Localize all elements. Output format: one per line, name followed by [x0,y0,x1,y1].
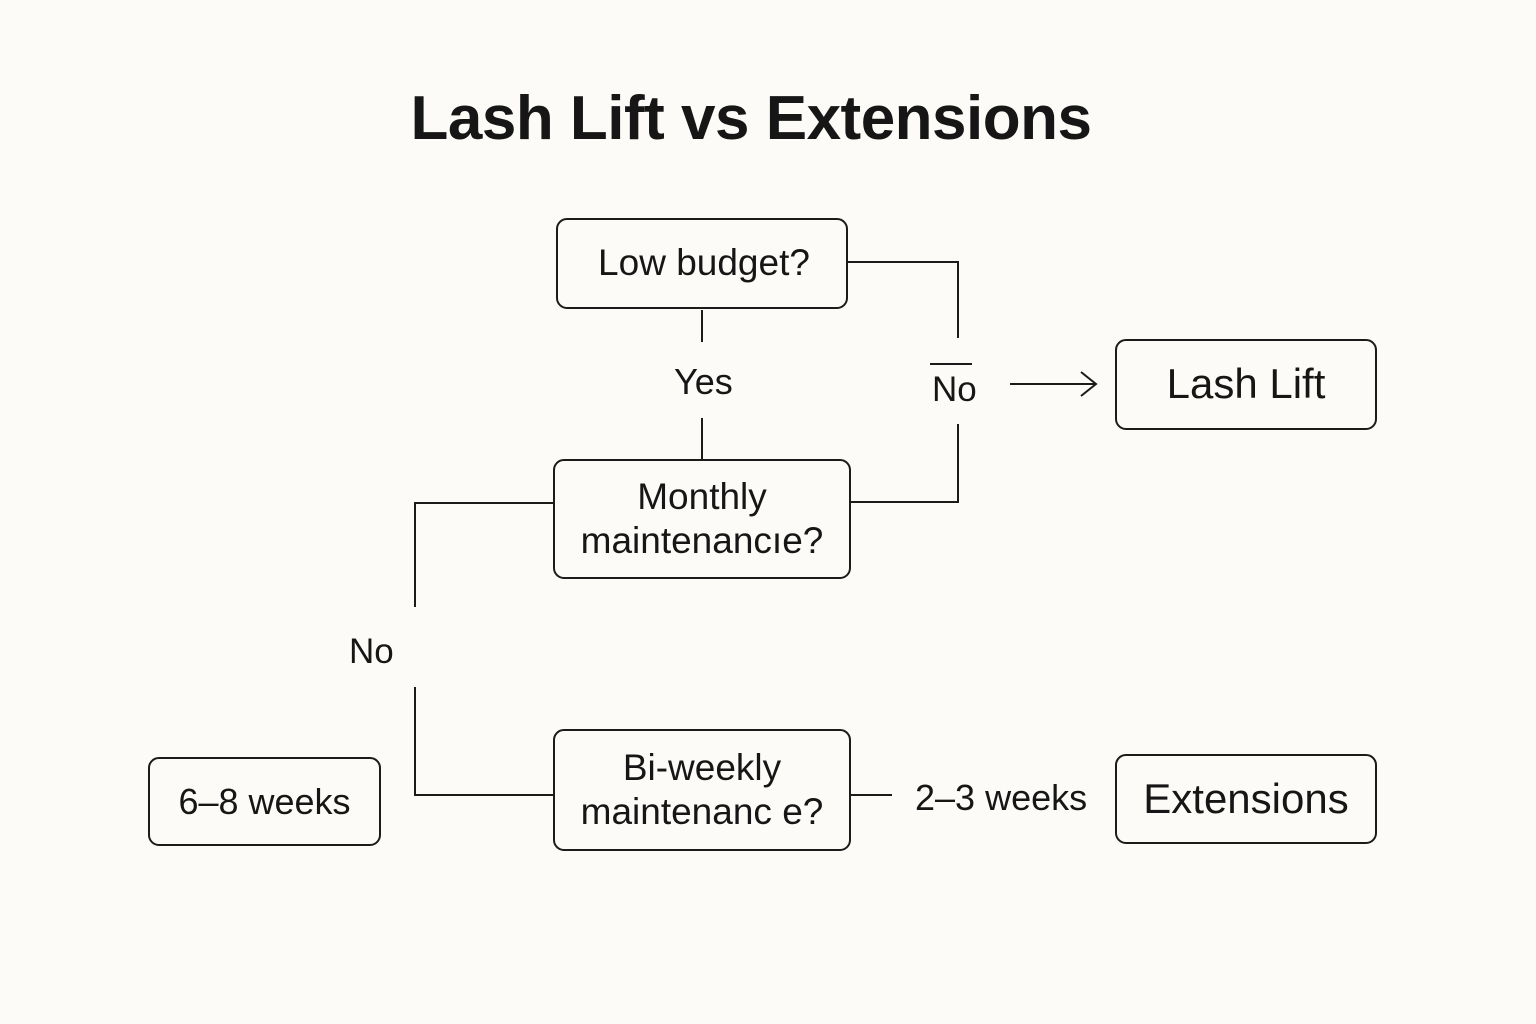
six-eight-weeks-label: 6–8 weeks [178,780,351,822]
biweekly-maintenance-line-2: maintenanc e? [580,791,824,832]
edge-label-no-left: No [349,632,394,671]
diagram-title: Lash Lift vs Extensions [410,84,1092,153]
low-budget-label: Low budget? [598,242,810,284]
arrow-head-lash-lift [1080,371,1098,397]
extensions-label: Extensions [1143,774,1349,822]
low-budget-node: Low budget? [556,218,848,309]
edge-monthly-no [851,424,959,503]
edge-no-left-biweekly [414,687,554,796]
edge-label-no-right: No [932,370,977,409]
lash-lift-node: Lash Lift [1115,339,1377,430]
monthly-maintenance-node: Monthly maintenancıe? [553,459,851,579]
biweekly-maintenance-node: Bi-weekly maintenanc e? [553,729,851,851]
edge-monthly-no-left [414,502,554,607]
six-eight-weeks-node: 6–8 weeks [148,757,381,846]
edge-label-yes: Yes [674,361,733,402]
lash-lift-label: Lash Lift [1166,360,1326,408]
monthly-maintenance-line-1: Monthly [637,475,767,517]
extensions-node: Extensions [1115,754,1377,844]
edge-low-budget-no [848,261,959,338]
biweekly-maintenance-line-1: Bi-weekly [622,746,782,788]
monthly-maintenance-line-2: maintenancıe? [580,520,824,561]
edge-label-two-three-weeks: 2–3 weeks [915,777,1088,818]
